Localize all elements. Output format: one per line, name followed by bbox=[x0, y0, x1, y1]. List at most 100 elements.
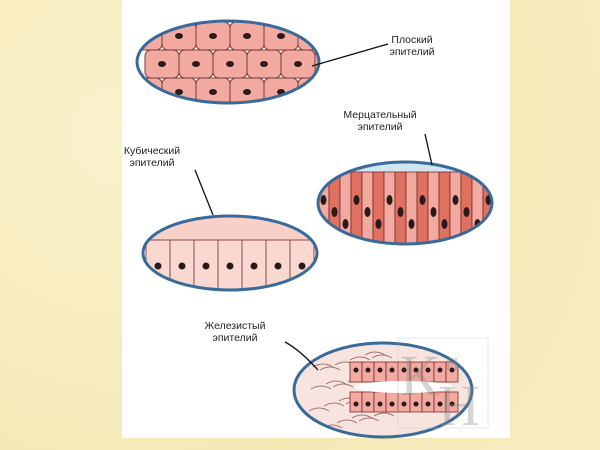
label-line: эпителий bbox=[212, 332, 258, 344]
svg-text:К: К bbox=[400, 343, 439, 408]
cell-nucleus bbox=[401, 401, 407, 407]
squamous-cell bbox=[297, 22, 318, 51]
cell-nucleus bbox=[250, 262, 258, 270]
connective-fiber bbox=[323, 402, 345, 407]
squamous-cell bbox=[138, 77, 163, 102]
gland-lumen bbox=[354, 381, 454, 393]
leader-line-cuboidal bbox=[194, 169, 214, 216]
squamous-cell bbox=[297, 77, 318, 102]
cell-nucleus bbox=[274, 262, 282, 270]
connective-fiber bbox=[373, 412, 395, 417]
cell-nucleus bbox=[401, 367, 407, 373]
cell-nucleus bbox=[365, 401, 371, 407]
cell-nucleus bbox=[311, 89, 318, 95]
cell-nucleus bbox=[226, 61, 234, 67]
cell-nucleus bbox=[425, 367, 431, 373]
label-line: Мерцательный bbox=[343, 109, 417, 121]
cilia-layer bbox=[319, 163, 491, 174]
cell-nucleus bbox=[277, 33, 285, 39]
glandular-epithelium bbox=[292, 341, 474, 439]
cell-nucleus bbox=[158, 61, 166, 67]
cell-nucleus bbox=[141, 33, 149, 39]
cell-nucleus bbox=[260, 61, 268, 67]
cell-nucleus bbox=[413, 401, 419, 407]
cell-nucleus bbox=[175, 89, 183, 95]
cell-nucleus bbox=[389, 367, 395, 373]
cell-nucleus bbox=[452, 195, 459, 205]
cell-nucleus bbox=[463, 207, 470, 217]
ciliated-cell bbox=[372, 171, 385, 243]
connective-fiber bbox=[319, 366, 341, 371]
cell-nucleus bbox=[209, 89, 217, 95]
cell-nucleus bbox=[437, 401, 443, 407]
squamous-epithelium bbox=[135, 19, 336, 105]
cell-nucleus bbox=[342, 219, 349, 229]
cell-nucleus bbox=[449, 401, 455, 407]
label-line: эпителий bbox=[357, 121, 403, 133]
cell-nucleus bbox=[202, 262, 210, 270]
cell-nucleus bbox=[154, 262, 162, 270]
cell-nucleus bbox=[192, 61, 200, 67]
cell-nucleus bbox=[413, 367, 419, 373]
connective-fiber bbox=[308, 407, 330, 412]
leader-line-glandular bbox=[284, 341, 319, 371]
cell-nucleus bbox=[328, 61, 336, 67]
cell-nucleus bbox=[375, 219, 382, 229]
cuboidal-epithelium bbox=[141, 214, 319, 292]
ciliated-cell bbox=[383, 171, 396, 243]
cell-nucleus bbox=[353, 401, 359, 407]
cell-nucleus bbox=[298, 262, 306, 270]
label-line: Плоский bbox=[391, 34, 433, 46]
leader-line-squamous bbox=[311, 43, 389, 67]
cell-nucleus bbox=[320, 195, 327, 205]
cell-nucleus bbox=[441, 219, 448, 229]
cell-nucleus bbox=[364, 207, 371, 217]
cell-nucleus bbox=[425, 401, 431, 407]
cell-nucleus bbox=[243, 33, 251, 39]
cell-nucleus bbox=[141, 89, 149, 95]
cell-nucleus bbox=[353, 367, 359, 373]
cell-nucleus bbox=[209, 33, 217, 39]
cell-nucleus bbox=[377, 401, 383, 407]
cell-nucleus bbox=[294, 61, 302, 67]
cell-nucleus bbox=[389, 401, 395, 407]
connective-fiber bbox=[336, 419, 358, 424]
ciliated-cell bbox=[438, 171, 451, 243]
leader-line-ciliated bbox=[424, 133, 433, 166]
connective-fiber bbox=[349, 356, 371, 361]
connective-fiber bbox=[310, 385, 332, 390]
cell-nucleus bbox=[353, 195, 360, 205]
connective-fiber bbox=[332, 383, 354, 388]
cell-nucleus bbox=[408, 219, 415, 229]
label-line: эпителий bbox=[389, 46, 435, 58]
cell-nucleus bbox=[430, 207, 437, 217]
cell-nucleus bbox=[397, 207, 404, 217]
connective-fiber bbox=[325, 380, 347, 385]
svg-text:и: и bbox=[445, 347, 459, 376]
cell-nucleus bbox=[449, 367, 455, 373]
cell-nucleus bbox=[437, 367, 443, 373]
connective-fiber bbox=[371, 354, 393, 359]
cell-nucleus bbox=[243, 89, 251, 95]
connective-fiber bbox=[364, 351, 386, 356]
label-line: эпителий bbox=[129, 157, 175, 169]
cell-nucleus bbox=[311, 33, 318, 39]
cell-nucleus bbox=[419, 195, 426, 205]
cell-nucleus bbox=[386, 195, 393, 205]
connective-fiber bbox=[358, 417, 380, 422]
label-line: Железистый bbox=[204, 320, 266, 332]
ciliated-cell bbox=[416, 171, 429, 243]
connective-fiber bbox=[306, 349, 328, 354]
connective-fiber bbox=[351, 414, 373, 419]
cell-nucleus bbox=[331, 207, 338, 217]
squamous-cell bbox=[314, 49, 318, 79]
cell-nucleus bbox=[226, 262, 234, 270]
cell-nucleus bbox=[175, 33, 183, 39]
watermark-logo: К и Н bbox=[397, 337, 489, 438]
connective-fiber bbox=[299, 346, 321, 351]
